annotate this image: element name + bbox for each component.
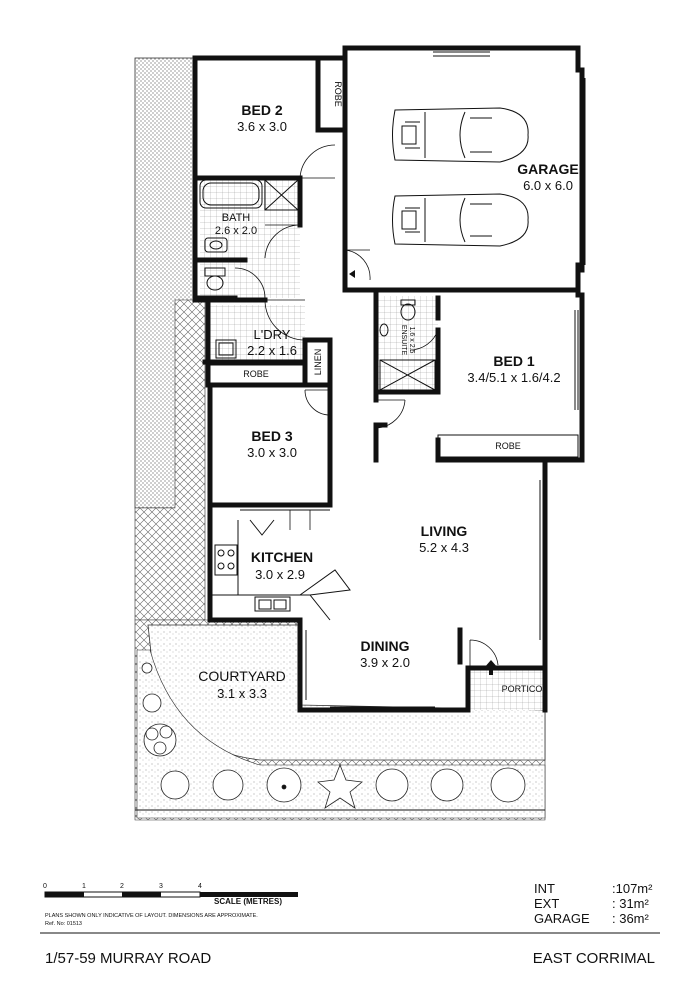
disclaimer: PLANS SHOWN ONLY INDICATIVE OF LAYOUT. D… xyxy=(45,913,258,919)
room-dim-bed3: 3.0 x 3.0 xyxy=(247,445,297,460)
room-name-living: LIVING xyxy=(421,523,468,539)
room-bed3: BED 3 3.0 x 3.0 xyxy=(247,428,297,460)
room-name-laundry: L'DRY xyxy=(254,327,291,342)
shrub-icon xyxy=(160,763,526,809)
room-name-bed1: BED 1 xyxy=(493,353,534,369)
area-int-value: :107m² xyxy=(612,881,653,896)
room-name-garage: GARAGE xyxy=(517,161,578,177)
bath-fixtures xyxy=(199,179,299,291)
car-icon xyxy=(392,193,529,247)
scale-tick-4: 4 xyxy=(198,883,202,890)
robe-label-bed3: ROBE xyxy=(243,369,269,379)
area-garage-value: : 36m² xyxy=(612,911,650,926)
room-kitchen: KITCHEN 3.0 x 2.9 xyxy=(251,549,313,582)
room-name-courtyard: COURTYARD xyxy=(198,668,285,684)
scale-label: SCALE (METRES) xyxy=(214,897,282,906)
scale-bar: 0 1 2 3 4 SCALE (METRES) PLANS SHOWN ONL… xyxy=(43,883,298,927)
garage-arrow-icon xyxy=(349,270,355,278)
windows xyxy=(195,51,586,713)
bed2-walls xyxy=(192,55,343,181)
room-name-kitchen: KITCHEN xyxy=(251,549,313,565)
room-garage: GARAGE 6.0 x 6.0 xyxy=(517,161,578,193)
laundry-walls xyxy=(202,297,333,508)
area-int-label: INT xyxy=(534,881,555,896)
area-ext-value: : 31m² xyxy=(612,896,650,911)
scale-tick-2: 2 xyxy=(120,883,124,890)
robe-fittings xyxy=(209,59,579,458)
room-bed1: BED 1 3.4/5.1 x 1.6/4.2 xyxy=(467,353,560,385)
room-name-dining: DINING xyxy=(361,638,410,654)
room-dim-bath: 2.6 x 2.0 xyxy=(215,225,257,237)
room-laundry: L'DRY 2.2 x 1.6 xyxy=(247,327,297,358)
room-dim-dining: 3.9 x 2.0 xyxy=(360,655,410,670)
room-dim-bed1: 3.4/5.1 x 1.6/4.2 xyxy=(467,370,560,385)
room-courtyard: COURTYARD 3.1 x 3.3 xyxy=(198,668,285,701)
address: 1/57-59 MURRAY ROAD xyxy=(45,950,211,967)
garage-walls xyxy=(342,55,581,293)
kitchen-fittings xyxy=(212,509,351,621)
room-dim-garage: 6.0 x 6.0 xyxy=(523,178,573,193)
entry-arrow-icon xyxy=(484,660,498,675)
suburb: EAST CORRIMAL xyxy=(533,950,655,967)
room-name-bed2: BED 2 xyxy=(241,102,282,118)
room-dim-laundry: 2.2 x 1.6 xyxy=(247,343,297,358)
room-dim-bed2: 3.6 x 3.0 xyxy=(237,119,287,134)
room-name-bath: BATH xyxy=(222,212,251,224)
linen-walls xyxy=(302,337,333,388)
car-icon xyxy=(392,107,529,163)
room-dim-living: 5.2 x 4.3 xyxy=(419,540,469,555)
room-dim-kitchen: 3.0 x 2.9 xyxy=(255,567,305,582)
ensuite-tiles xyxy=(378,296,438,392)
robe-label-bed1: ROBE xyxy=(495,441,521,451)
doors xyxy=(234,144,499,668)
laundry-floor xyxy=(210,305,305,360)
area-garage-label: GARAGE xyxy=(534,911,590,926)
room-bath: BATH 2.6 x 2.0 xyxy=(215,212,257,237)
room-bed2: BED 2 3.6 x 3.0 xyxy=(237,102,287,134)
room-living: LIVING 5.2 x 4.3 xyxy=(419,523,469,555)
linen-label: LINEN xyxy=(313,349,323,376)
portico-floor xyxy=(468,668,545,710)
area-ext-label: EXT xyxy=(534,896,559,911)
ensuite-fixtures xyxy=(379,299,436,391)
scale-tick-0: 0 xyxy=(43,883,47,890)
ref-number: Ref. No: 01513 xyxy=(45,921,82,927)
ensuite-dim: 1.6 x 2.5 xyxy=(408,327,415,354)
scale-tick-1: 1 xyxy=(82,883,86,890)
area-summary: INT :107m² EXT : 31m² GARAGE : 36m² xyxy=(534,881,653,926)
bed1-walls xyxy=(373,292,441,403)
portico-label: PORTICO xyxy=(502,684,543,694)
room-dim-courtyard: 3.1 x 3.3 xyxy=(217,686,267,701)
room-dining: DINING 3.9 x 2.0 xyxy=(360,638,410,670)
shrub-icon xyxy=(141,662,177,757)
laundry-tub xyxy=(215,339,237,359)
scale-tick-3: 3 xyxy=(159,883,163,890)
ensuite-label: ENSUITE xyxy=(400,325,407,356)
robe-label-bed2: ROBE xyxy=(333,81,343,107)
room-name-bed3: BED 3 xyxy=(251,428,292,444)
